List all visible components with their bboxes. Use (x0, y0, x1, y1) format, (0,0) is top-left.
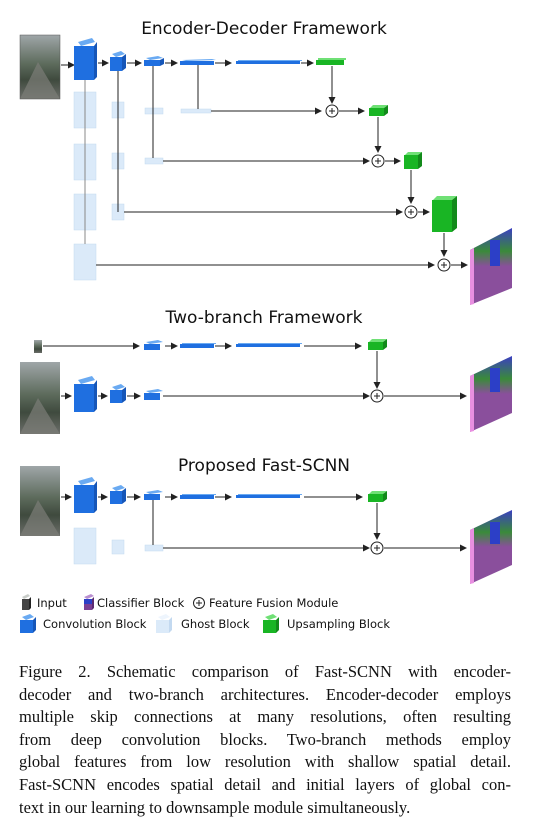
tb-input-small (34, 340, 42, 353)
fs-fusion (370, 541, 384, 555)
fast-scnn-title: Proposed Fast-SCNN (178, 456, 350, 476)
caption-line-5: global features from low resolution with… (19, 752, 511, 772)
fs-upsampling-block (368, 491, 387, 502)
tb-conv-block-6 (144, 389, 163, 400)
tb-conv-block-5 (110, 384, 126, 403)
two-branch-title: Two-branch Framework (165, 308, 363, 328)
legend-classifier-icon (84, 594, 94, 610)
legend-upsampling-label: Upsampling Block (287, 617, 390, 631)
fs-input-image (20, 466, 60, 536)
ed-conv-block-5 (236, 60, 302, 64)
legend-input-icon (22, 594, 31, 610)
legend-convolution-label: Convolution Block (43, 617, 147, 631)
encoder-decoder-title: Encoder-Decoder Framework (141, 19, 387, 39)
legend-fusion-icon (193, 597, 205, 609)
tb-input-image (20, 362, 60, 434)
figure-caption: Figure 2. Schematic comparison of Fast-S… (19, 661, 511, 819)
tb-conv-block-2 (180, 343, 216, 348)
ed-conv-block-4 (180, 59, 216, 65)
ed-fusion-3 (404, 205, 418, 219)
ed-upsampling-block-1 (316, 58, 346, 65)
ed-conv-block-3 (144, 56, 164, 66)
ed-fusion-4 (437, 258, 451, 272)
fs-conv-block-1 (74, 477, 97, 513)
ed-ghost-thin (144, 107, 164, 165)
ed-output-segmentation (470, 228, 512, 305)
caption-line-7: text in our learning to downsample modul… (19, 797, 411, 817)
caption-line-4: from deep convolution blocks. Two-branch… (19, 729, 511, 749)
caption-line-3: multiple skip connections at many resolu… (19, 707, 511, 727)
tb-conv-block-1 (144, 340, 163, 350)
legend: Input Classifier Block Feature Fusion Mo… (20, 594, 390, 633)
caption-line-1: Figure 2. Schematic comparison of Fast-S… (19, 662, 511, 681)
legend-input-label: Input (37, 596, 67, 610)
ed-upsampling-block-3 (404, 152, 422, 169)
ed-upsampling-block-2 (369, 105, 388, 116)
fs-conv-block-4 (180, 494, 216, 499)
ed-fusion-1 (325, 104, 339, 118)
legend-ghost-label: Ghost Block (181, 617, 250, 631)
ed-conv-block-1 (74, 38, 97, 80)
ed-ghost-wide (180, 108, 212, 114)
fs-conv-block-2 (110, 485, 126, 504)
tb-conv-block-3 (236, 343, 302, 347)
legend-convolution-icon (20, 614, 36, 633)
ed-conv-block-2 (110, 51, 126, 71)
caption-line-2: decoder and two-branch architectures. En… (19, 684, 511, 704)
fs-conv-block-5 (236, 494, 302, 498)
ed-fusion-2 (371, 154, 385, 168)
fs-ghost-blocks (73, 527, 164, 565)
fs-conv-block-3 (144, 490, 163, 500)
tb-upsampling-block (368, 339, 387, 350)
legend-upsampling-icon (263, 614, 279, 633)
ed-input-image (19, 34, 61, 100)
legend-fusion-label: Feature Fusion Module (209, 596, 338, 610)
tb-output-segmentation (470, 356, 512, 432)
legend-ghost-icon (156, 614, 172, 633)
architecture-figure: Encoder-Decoder Framework (19, 19, 512, 633)
tb-fusion (370, 389, 384, 403)
legend-classifier-label: Classifier Block (97, 596, 185, 610)
tb-conv-block-4 (74, 376, 97, 412)
ed-upsampling-block-4 (432, 196, 457, 232)
fs-output-segmentation (470, 510, 512, 584)
caption-line-6: Fast-SCNN encodes spatial detail and ini… (19, 774, 511, 794)
